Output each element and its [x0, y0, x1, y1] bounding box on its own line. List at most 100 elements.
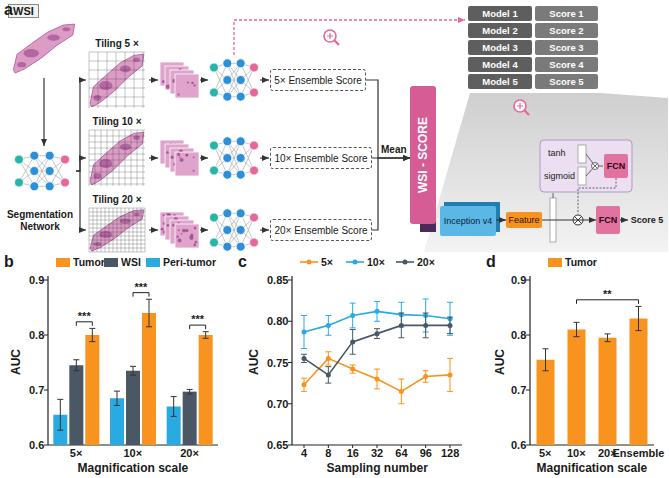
tile-grid: [89, 178, 145, 179]
model-row: Model 2Score 2: [468, 23, 598, 38]
attention-map: [578, 145, 586, 163]
network-neuron: [45, 182, 54, 191]
panel-letter: c: [238, 253, 247, 271]
network-neuron: [210, 141, 219, 150]
tile-grid: [89, 248, 145, 249]
panel-letter: a: [4, 1, 13, 19]
tile-grid: [89, 228, 145, 229]
network-neuron: [236, 154, 245, 163]
nucleus: [177, 153, 180, 156]
error-bar: [636, 306, 642, 330]
feature-box: Feature: [506, 212, 542, 228]
network-neuron: [236, 92, 245, 101]
error-bar: [350, 303, 356, 328]
series-marker: [375, 309, 380, 314]
error-bar: [203, 332, 209, 339]
nucleus: [178, 229, 180, 231]
tile-grid: [89, 52, 90, 108]
tile-grid: [93, 208, 94, 252]
tile-grid: [89, 52, 145, 53]
network-neuron: [236, 209, 245, 218]
tile-grid: [119, 130, 120, 186]
tile-grid: [117, 208, 118, 252]
node-text: 5× Ensemble Score: [274, 75, 362, 86]
tile-grid: [105, 208, 106, 252]
legend-text: Tumor: [565, 256, 597, 268]
network-neuron: [210, 213, 219, 222]
tick-label: 32: [371, 447, 383, 459]
tissue-patch: [133, 58, 140, 62]
tile-grid: [89, 220, 145, 221]
wsi-score-bar: WSI - SCORE: [410, 86, 436, 224]
significance-bracket: [76, 322, 92, 326]
error-bar: [171, 397, 177, 417]
series-marker: [326, 356, 331, 361]
tile-grid: [107, 130, 108, 186]
tick-label: 128: [441, 447, 459, 459]
error-bar: [398, 379, 404, 404]
tile-grid: [89, 70, 145, 71]
tissue-patch: [120, 143, 131, 150]
error-bar: [301, 378, 307, 391]
tile-grid: [89, 166, 145, 167]
connector: [76, 158, 86, 171]
network-neuron: [223, 170, 232, 179]
legend-line-sample: [396, 257, 414, 267]
network-neuron: [223, 76, 232, 85]
tile-grid: [89, 252, 145, 253]
error-bar: [398, 313, 404, 338]
node-text: Tiling 5 ×: [95, 38, 138, 50]
tissue-patch: [24, 49, 39, 57]
node-text: Model 2: [468, 23, 532, 38]
tile-patch: [175, 152, 199, 176]
error-bar: [350, 330, 356, 355]
nucleus: [179, 156, 181, 158]
tile-grid: [89, 97, 145, 98]
model-row: Model 4Score 4: [468, 57, 598, 72]
tile-patch: [175, 224, 199, 248]
axis-title: Magnification scale: [537, 461, 648, 475]
nucleus: [161, 228, 164, 231]
tile-grid: [137, 130, 138, 186]
network-neuron: [223, 209, 232, 218]
tissue-patch: [63, 27, 71, 31]
node-text: sigmoid: [544, 171, 575, 181]
legend-entry: WSI: [104, 256, 141, 268]
error-bar: [114, 391, 120, 405]
tissue-patch: [99, 81, 112, 90]
axis-title: Magnification scale: [78, 461, 189, 475]
connector: [542, 219, 596, 220]
tile-grid: [137, 208, 138, 252]
error-bar: [146, 299, 152, 327]
node-text: Model 1: [468, 6, 532, 21]
tick-label: 5×: [539, 447, 552, 459]
tick-label: **: [603, 288, 612, 300]
nucleus: [180, 158, 184, 162]
magnifier-handle: [524, 110, 529, 115]
series-marker: [350, 339, 355, 344]
panel-letter: b: [4, 253, 14, 271]
multiply-cross: [593, 164, 598, 169]
series-marker: [350, 367, 355, 372]
tile-grid: [89, 212, 145, 213]
legend-entry: 10×: [346, 256, 385, 268]
tick-label: 10×: [567, 447, 586, 459]
legend-text: 20×: [417, 256, 435, 268]
network-neuron: [223, 92, 232, 101]
tile-grid: [89, 106, 145, 107]
connector: [372, 158, 410, 230]
network-neuron: [210, 238, 219, 247]
tick-label: 0.9: [29, 274, 44, 286]
network-neuron: [223, 154, 232, 163]
node-text: Score 2: [535, 23, 598, 38]
bar: [126, 371, 140, 445]
axis-title: AUC: [247, 349, 261, 375]
magnifier-plus: [517, 103, 523, 109]
series-marker: [375, 377, 380, 382]
tile-grid: [109, 208, 110, 252]
model-row: Model 5Score 5: [468, 74, 598, 89]
tick-label: 8: [325, 447, 331, 459]
tick-label: 0.8: [511, 329, 526, 341]
node-text: Score 5: [631, 215, 664, 225]
nucleus: [191, 82, 194, 85]
